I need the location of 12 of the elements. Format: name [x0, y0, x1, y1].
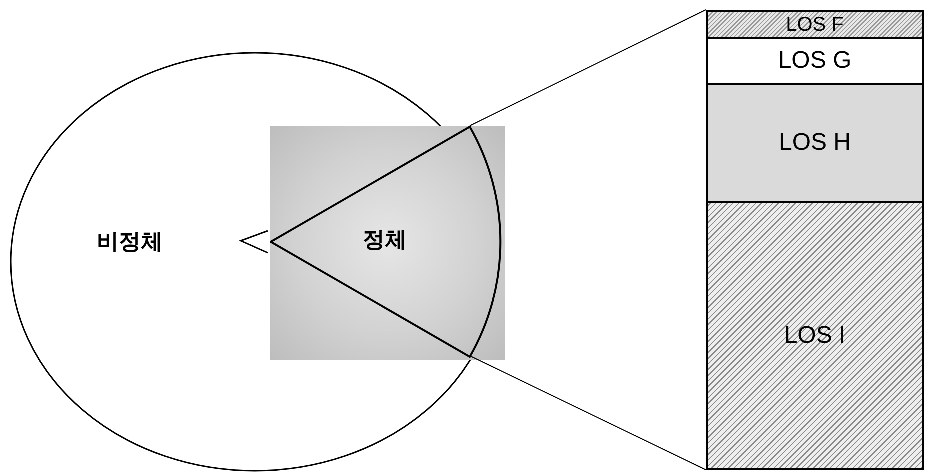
los-band [708, 85, 922, 203]
band-label: LOS I [784, 320, 846, 350]
los-band [708, 12, 922, 39]
region-label: 비정체 [97, 229, 163, 257]
zoom-line [470, 10, 706, 126]
band-label: LOS G [778, 46, 852, 76]
region-label: 정체 [363, 227, 407, 255]
band-label: LOS H [778, 128, 852, 158]
zoom-line [470, 356, 706, 470]
band-label: LOS F [786, 14, 844, 34]
los-band [708, 203, 922, 468]
los-bar [706, 10, 924, 470]
